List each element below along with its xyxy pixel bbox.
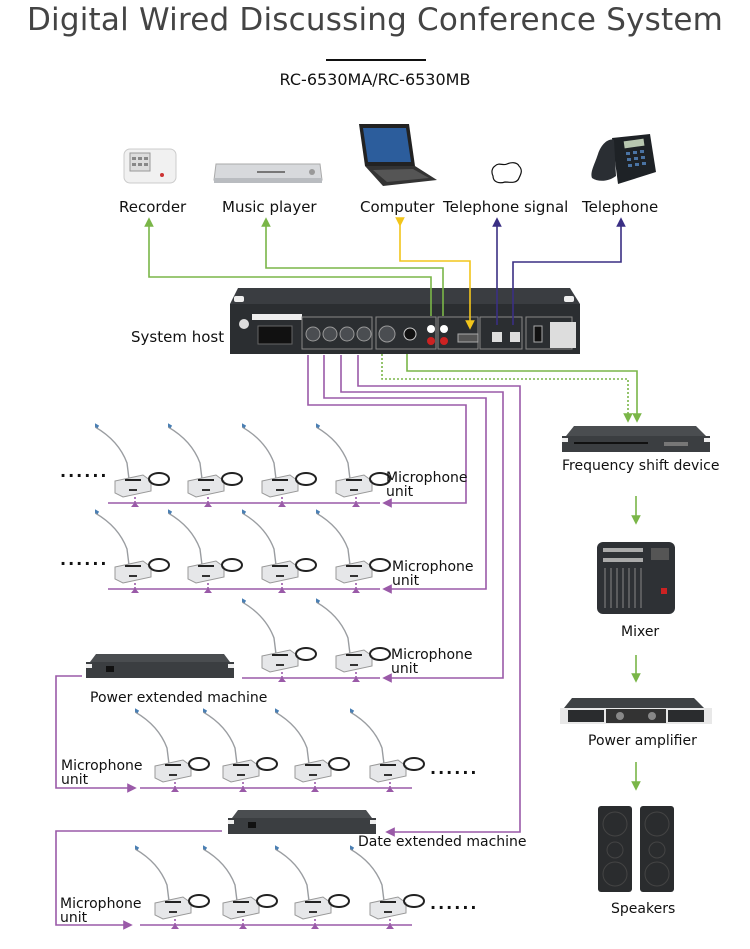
speakers-label: Speakers: [611, 901, 676, 917]
microphone-unit: [242, 597, 317, 682]
mixer-label: Mixer: [621, 624, 660, 640]
wire-data-ext-out: [55, 830, 222, 930]
ellipsis-row-2: ......: [60, 550, 109, 569]
wire-bus-1: [307, 355, 467, 508]
frequency-shift-label: Frequency shift device: [562, 458, 720, 474]
wire-bus-4: [357, 355, 521, 837]
microphone-unit: [350, 707, 425, 792]
ellipsis-row-1: ......: [60, 462, 109, 481]
microphone-unit: [350, 844, 425, 929]
source-label-music-player: Music player: [222, 198, 317, 216]
microphone-unit: [316, 422, 391, 507]
wire-bus-3: [340, 355, 504, 683]
wire-freq-dotted: [381, 354, 633, 423]
power-amplifier-device: [560, 698, 712, 724]
power-extended-machine: [86, 654, 234, 678]
system-host-label: System host: [131, 328, 225, 346]
recorder-icon: [123, 148, 177, 184]
microphone-unit: [203, 844, 278, 929]
wire-telephone: [512, 217, 626, 325]
ellipsis-row-5: ......: [430, 894, 479, 913]
microphone-unit: [242, 422, 317, 507]
wire-power-ext-out: [55, 675, 137, 793]
source-label-computer: Computer: [360, 198, 435, 216]
cloud-icon: [491, 162, 522, 184]
microphone-unit: [203, 707, 278, 792]
data-extended-label: Date extended machine: [358, 834, 527, 850]
laptop-icon: [359, 124, 437, 186]
telephone-icon: [591, 134, 656, 184]
wire-computer: [395, 217, 475, 330]
mixer-device: [597, 542, 675, 614]
wire-music-player: [261, 217, 444, 316]
microphone-unit: [168, 422, 243, 507]
microphone-unit: [135, 844, 210, 929]
model-number: RC-6530MA/RC-6530MB: [279, 70, 471, 89]
source-label-telephone: Telephone: [582, 198, 659, 216]
microphone-unit: [135, 707, 210, 792]
title-divider: [326, 59, 426, 61]
data-extended-machine: [228, 810, 376, 834]
diagram-title: Digital Wired Discussing Conference Syst…: [26, 2, 724, 38]
microphone-unit: [275, 707, 350, 792]
source-label-recorder: Recorder: [119, 198, 187, 216]
frequency-shift-device: [562, 426, 710, 452]
ellipsis-row-4: ......: [430, 759, 479, 778]
microphone-unit: [95, 508, 170, 593]
source-label-telephone-signal: Telephone signal: [443, 198, 569, 216]
power-amplifier-label: Power amplifier: [588, 733, 697, 749]
wire-freq-solid: [406, 354, 642, 423]
microphone-unit: [168, 508, 243, 593]
microphone-unit: [95, 422, 170, 507]
microphone-unit: [316, 597, 391, 682]
power-extended-label: Power extended machine: [90, 690, 268, 706]
wire-recorder: [144, 217, 432, 316]
dvd-player-icon: [213, 163, 323, 183]
wire-bus-2: [323, 355, 487, 594]
microphone-unit: [275, 844, 350, 929]
speakers-device: [598, 806, 674, 892]
microphone-unit: [316, 508, 391, 593]
microphone-unit: [242, 508, 317, 593]
